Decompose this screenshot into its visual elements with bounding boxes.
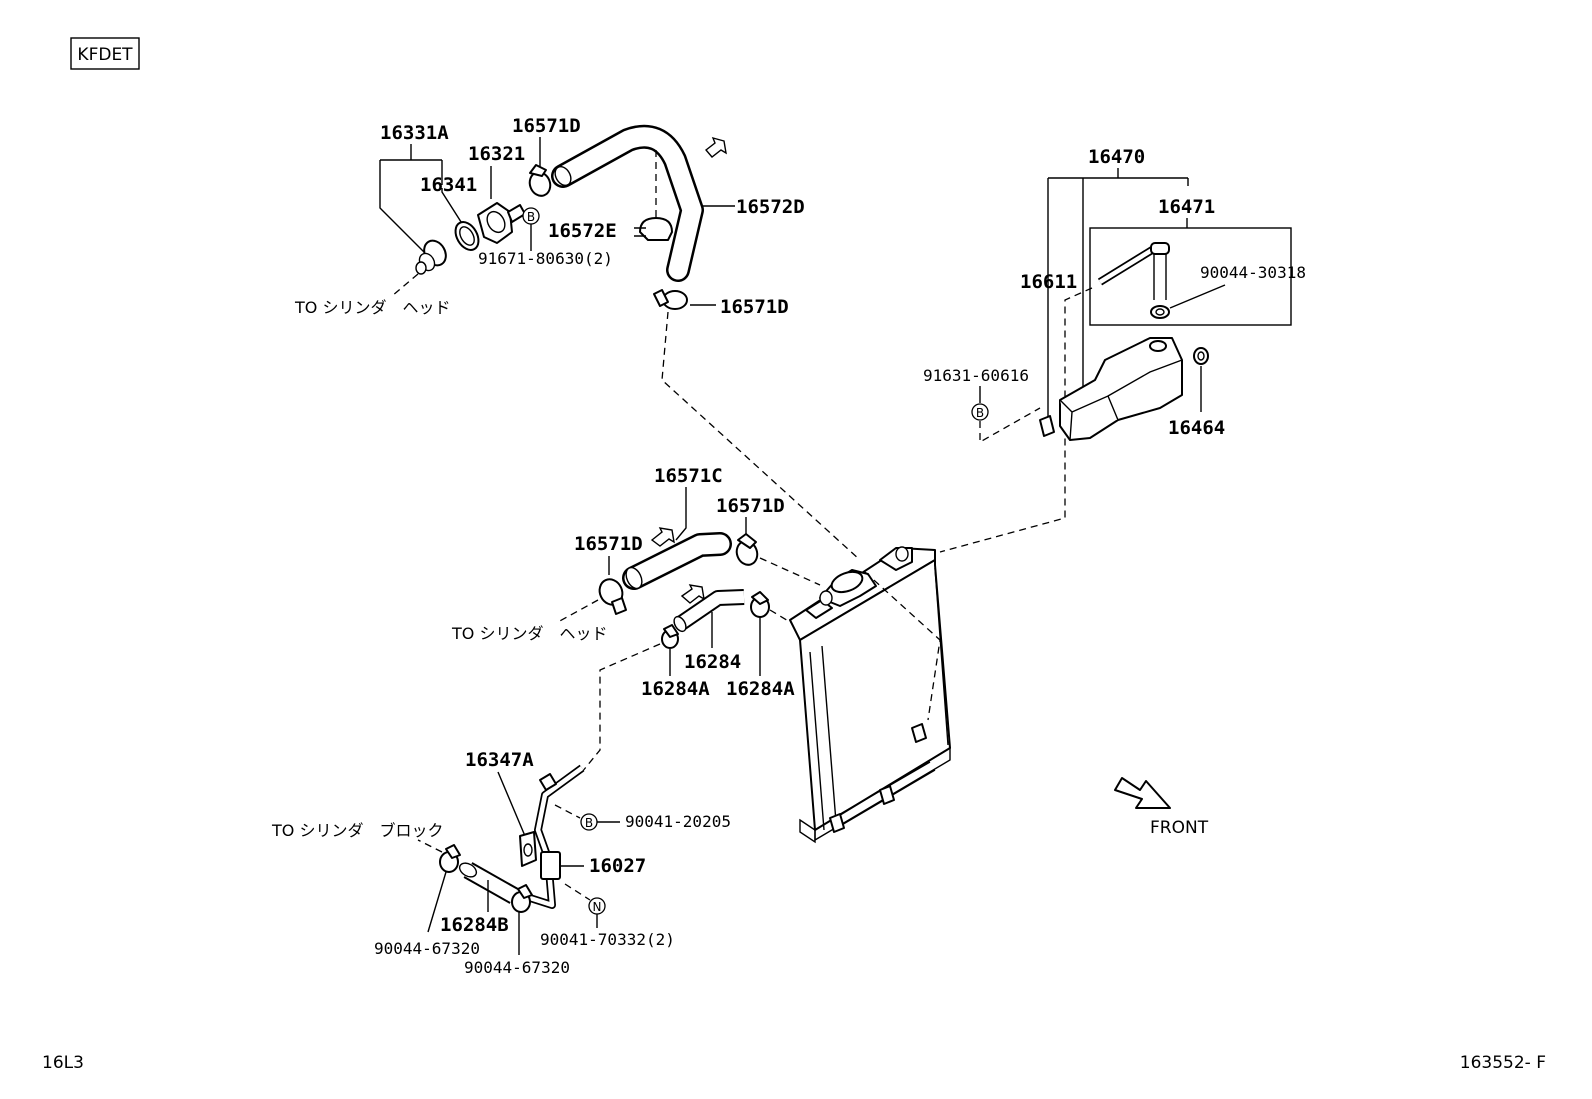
flow-line-head-mid — [557, 599, 599, 623]
label-16284A-right: 16284A — [726, 678, 795, 700]
thermostat-part — [415, 239, 447, 275]
radiator — [789, 546, 951, 844]
hose-clamp-right — [735, 533, 759, 566]
flow-line-block — [417, 839, 443, 853]
label-90044-67320-a: 90044-67320 — [374, 939, 480, 958]
label-90041-70332: 90041-70332(2) — [540, 930, 675, 949]
engine-code-box: KFDET — [70, 37, 140, 70]
label-16470: 16470 — [1088, 146, 1145, 168]
flow-line-bolt-tank — [979, 407, 1041, 444]
leader-90044-30318 — [1169, 284, 1226, 309]
label-16572D: 16572D — [736, 196, 805, 218]
bypass-hose-16284 — [673, 589, 745, 633]
hose-clamp-16284A-left — [661, 624, 679, 649]
cap-assembly-box — [1089, 227, 1292, 326]
label-16571D-left: 16571D — [574, 533, 643, 555]
note-to-head-mid: TO シリンダ ヘッド — [451, 624, 607, 643]
upper-radiator-hose — [551, 124, 704, 282]
label-16321: 16321 — [468, 143, 525, 165]
footer-diagram-id: 163552- F — [1460, 1053, 1546, 1073]
arrow-mark-top — [704, 136, 727, 158]
label-16284: 16284 — [684, 651, 741, 673]
arrow-mark-lower — [680, 584, 705, 604]
water-outlet-part — [477, 202, 526, 244]
label-16611: 16611 — [1020, 271, 1077, 293]
flow-line-radiator-internal — [864, 571, 941, 721]
reserve-tank — [1059, 337, 1183, 441]
flow-line-bypass-pipe — [581, 643, 661, 773]
label-16341: 16341 — [420, 174, 477, 196]
tank-bracket-part — [1039, 415, 1055, 437]
label-16571D-top: 16571D — [512, 115, 581, 137]
hose-clamp-16284A-right — [750, 591, 770, 618]
footer-page-ref: 16L3 — [42, 1053, 84, 1073]
label-91631: 91631-60616 — [923, 366, 1029, 385]
marker-b3-text: B — [585, 816, 593, 830]
leader-16470 — [1047, 168, 1189, 420]
label-90041-20205: 90041-20205 — [625, 812, 731, 831]
hose-clamp-top — [528, 164, 552, 197]
flow-line-clamp-radiator — [759, 557, 821, 586]
marker-b1-text: B — [527, 210, 535, 224]
leader-16571C — [675, 487, 687, 541]
hose-clip-16572E — [634, 217, 673, 241]
arrow-mark-mid — [650, 527, 675, 547]
gasket-part — [454, 221, 480, 251]
hose-clamp-left — [598, 578, 627, 615]
marker-n1-text: N — [593, 900, 602, 914]
engine-code-label: KFDET — [77, 45, 133, 65]
hose-16284B — [458, 862, 519, 904]
label-16464: 16464 — [1168, 417, 1225, 439]
hose-clamp-mid — [653, 289, 688, 310]
hose-clamp-90044-b — [511, 884, 533, 913]
flow-line-bolt-b3 — [554, 804, 581, 819]
leader-90044-67320-a — [427, 871, 447, 933]
label-16572E: 16572E — [548, 220, 617, 242]
label-16284B: 16284B — [440, 914, 509, 936]
front-label: FRONT — [1150, 818, 1209, 838]
flow-line-head-top — [391, 273, 419, 297]
label-91671: 91671-80630(2) — [478, 249, 613, 268]
label-16331A: 16331A — [380, 122, 449, 144]
hose-clamp-90044-a — [439, 844, 461, 873]
reserve-tank-cap-tube — [1097, 242, 1170, 319]
label-90044-30318: 90044-30318 — [1200, 263, 1306, 282]
flow-line-bolt-n1 — [564, 883, 591, 901]
marker-b2-text: B — [976, 406, 984, 420]
label-16571D-mid: 16571D — [720, 296, 789, 318]
water-pipe-16027 — [519, 764, 585, 909]
flow-line-upper-hose-radiator — [661, 311, 861, 561]
tank-cap-16464 — [1193, 347, 1209, 365]
radiator-hose-16571C — [622, 532, 732, 590]
label-16471: 16471 — [1158, 196, 1215, 218]
note-to-block: TO シリンダ ブロック — [271, 821, 443, 840]
label-16571C: 16571C — [654, 465, 723, 487]
label-16284A-left: 16284A — [641, 678, 710, 700]
label-16027: 16027 — [589, 855, 646, 877]
label-90044-67320-b: 90044-67320 — [464, 958, 570, 977]
front-arrow-icon — [1114, 777, 1171, 809]
leader-16347A — [497, 771, 526, 837]
note-to-head-top: TO シリンダ ヘッド — [294, 298, 450, 317]
leader-16331A — [379, 144, 464, 253]
label-16347A: 16347A — [465, 749, 534, 771]
label-16571D-right: 16571D — [716, 495, 785, 517]
marker-b2 — [971, 403, 989, 421]
